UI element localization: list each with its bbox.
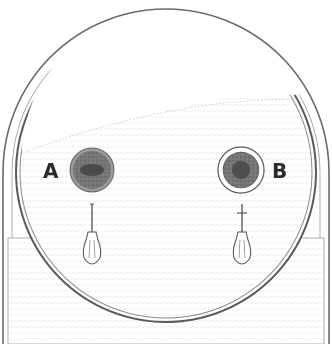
flathead-screwdriver-icon [82,203,102,265]
cap-disc [15,11,317,323]
hole-a [69,147,115,193]
label-b: B [272,159,287,183]
hole-b [217,146,265,194]
label-a: A [43,159,59,183]
phillips-screwdriver-icon [232,204,252,265]
